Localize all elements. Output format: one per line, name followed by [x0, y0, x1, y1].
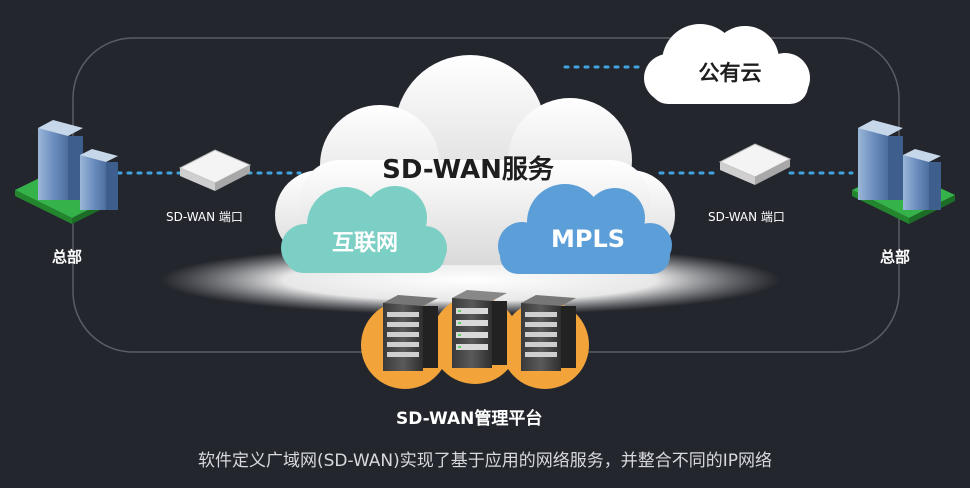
- mpls-label: MPLS: [551, 225, 625, 253]
- server-rack-center-icon: [452, 290, 507, 368]
- port-right-label: SD-WAN 端口: [708, 210, 785, 224]
- hq-left-label: 总部: [52, 248, 83, 266]
- platform-label: SD-WAN管理平台: [396, 409, 543, 429]
- router-left-icon: [178, 149, 252, 191]
- internet-cloud: [281, 186, 447, 273]
- port-left-label: SD-WAN 端口: [166, 210, 243, 224]
- diagram-caption: 软件定义广域网(SD-WAN)实现了基于应用的网络服务，并整合不同的IP网络: [197, 451, 773, 471]
- hq-left-buildings-icon: [15, 120, 118, 224]
- router-right-icon: [718, 143, 792, 185]
- internet-label: 互联网: [332, 231, 398, 256]
- sdwan-service-title: SD-WAN服务: [382, 155, 554, 185]
- mpls-cloud: [498, 184, 672, 274]
- server-rack-right-icon: [521, 295, 576, 371]
- management-platform-icon: [361, 290, 589, 389]
- server-rack-left-icon: [383, 295, 438, 371]
- hq-right-label: 总部: [880, 248, 911, 266]
- public-cloud-label: 公有云: [699, 61, 762, 85]
- public-cloud: [644, 24, 810, 104]
- hq-right-buildings-icon: [852, 120, 955, 224]
